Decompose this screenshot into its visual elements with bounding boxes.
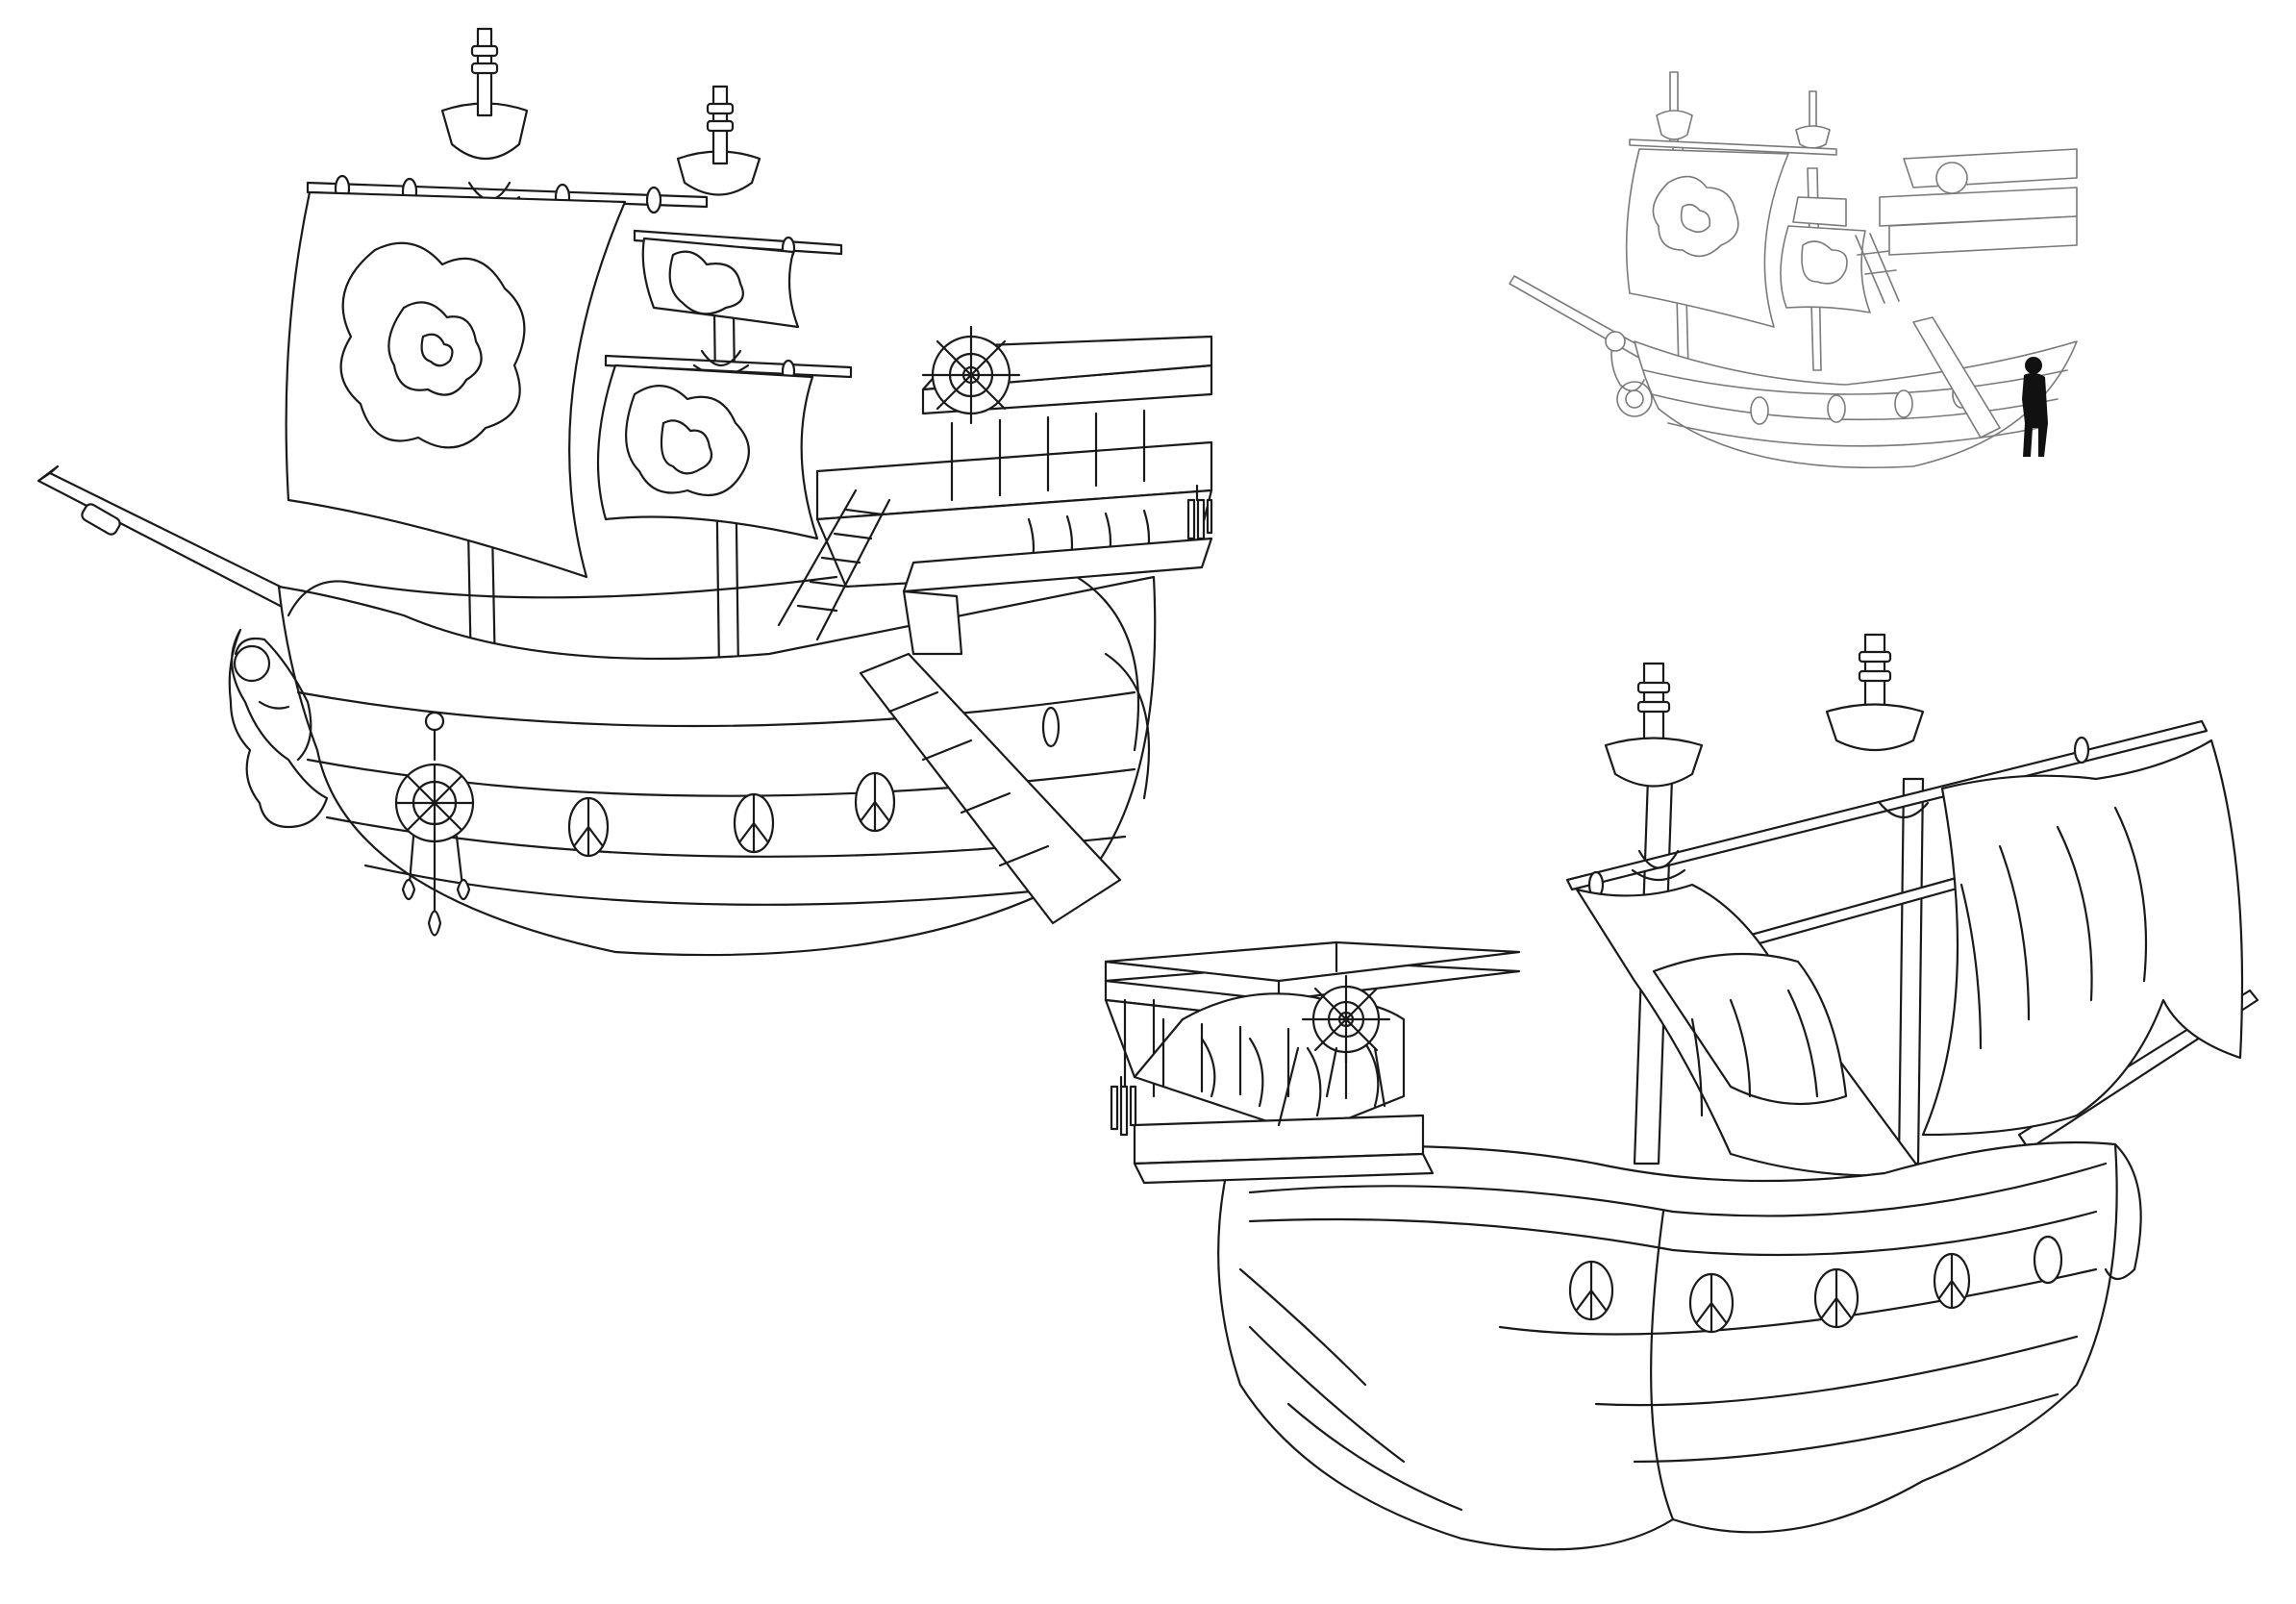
peace-sign-portholes-rear [1570, 1237, 2061, 1332]
hippie-ship-illustration-rear [1058, 596, 2288, 1596]
sails [287, 192, 817, 577]
stern-castle [817, 327, 1211, 654]
human-silhouette [2022, 357, 2048, 457]
bowsprit [38, 466, 323, 625]
hull [279, 577, 1155, 955]
hippie-ship-illustration-preview [1500, 53, 2096, 514]
ladder [779, 490, 889, 639]
hippie-ship-illustration-main [0, 0, 1211, 962]
ship-wheel [923, 327, 1019, 423]
mermaid-figurehead [230, 630, 327, 827]
gangplank [861, 654, 1120, 923]
wind-chime [1188, 486, 1211, 539]
peace-sign-portholes [569, 708, 1059, 856]
dream-catcher [396, 713, 473, 936]
